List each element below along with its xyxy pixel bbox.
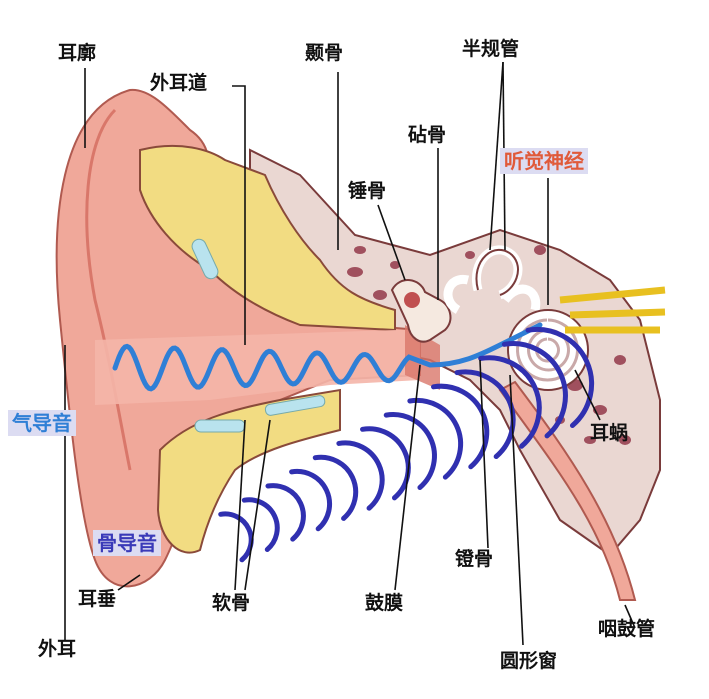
bone-arc [336, 440, 385, 511]
bone-arc [360, 426, 411, 501]
pinna-inner-fold [85, 108, 132, 471]
label-stapes: 镫骨 [455, 548, 494, 570]
label-incus: 砧骨 [408, 124, 447, 146]
label-round-window: 圆形窗 [500, 650, 558, 672]
label-eardrum: 鼓膜 [365, 592, 404, 614]
label-auricle: 耳廓 [58, 42, 97, 64]
label-air-conduction: 气导音 [8, 410, 76, 436]
bone-arc [383, 412, 437, 490]
label-earlobe: 耳垂 [78, 588, 117, 610]
label-cartilage: 软骨 [212, 592, 251, 614]
cochlea-shape [507, 309, 589, 391]
eustachian-tube-shape [498, 380, 637, 601]
bone-arc [525, 326, 595, 429]
bone-conduction-arcs [218, 326, 595, 563]
label-eustachian-tube: 咽鼓管 [598, 618, 656, 640]
label-malleus: 锤骨 [348, 180, 387, 202]
label-auditory-nerve: 听觉神经 [500, 148, 588, 174]
label-cochlea: 耳蜗 [590, 422, 629, 444]
upper-cartilage [139, 144, 396, 332]
bone-arc [454, 369, 516, 460]
label-ear-canal: 外耳道 [150, 72, 208, 94]
auditory-nerve-shape [559, 286, 666, 334]
label-bone-conduction: 骨导音 [93, 530, 161, 556]
bone-arc [478, 355, 542, 449]
bone-arc [407, 397, 464, 480]
eardrum-shape [405, 325, 440, 390]
bone-arc [312, 454, 359, 521]
bone-arc [289, 468, 333, 532]
bone-arc [501, 341, 568, 439]
label-temporal-bone: 颞骨 [305, 42, 344, 64]
label-outer-ear: 外耳 [38, 638, 77, 660]
bone-arc [241, 497, 280, 552]
bone-arc [218, 511, 254, 563]
cartilage-marks [191, 238, 326, 433]
air-conduction-wave [112, 322, 543, 392]
label-semicircular-canals: 半规管 [462, 38, 520, 60]
bone-arc [265, 483, 306, 542]
leader-lines [64, 61, 636, 646]
